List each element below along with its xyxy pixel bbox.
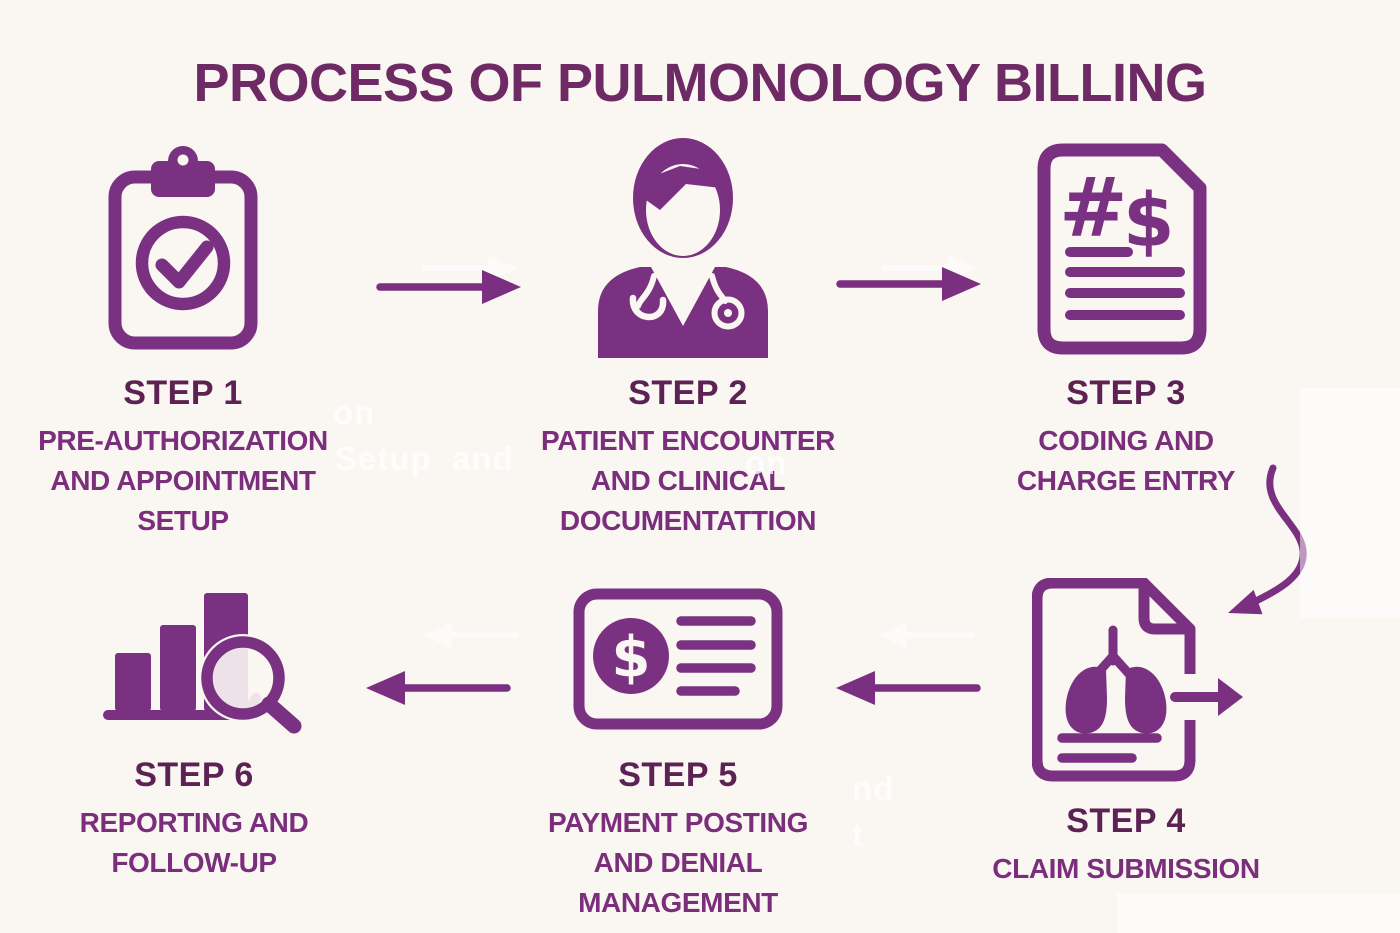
payment-card-icon: $: [573, 588, 783, 730]
step-3-heading: STEP 3: [1066, 374, 1186, 412]
step-2-heading: STEP 2: [628, 374, 748, 412]
step-4-heading: STEP 4: [1066, 802, 1186, 840]
ghost-text: Setup and: [335, 440, 514, 477]
step-1-description: PRE-AUTHORIZATION AND APPOINTMENT SETUP: [38, 425, 328, 537]
step-5-heading: STEP 5: [618, 756, 738, 794]
step-2-description: PATIENT ENCOUNTER AND CLINICAL DOCUMENTA…: [541, 425, 835, 537]
ghost-text: t: [852, 816, 864, 853]
background-patch: [1117, 893, 1400, 933]
ghost-text: on: [333, 394, 376, 431]
step-5-block: STEP 5 PAYMENT POSTING AND DENIAL MANAGE…: [508, 756, 848, 923]
step-4-description: CLAIM SUBMISSION: [992, 853, 1260, 884]
coding-document-icon: # $: [1037, 143, 1207, 355]
ghost-arrow-left-icon: [878, 622, 974, 648]
step-6-block: STEP 6 REPORTING AND FOLLOW-UP: [24, 756, 364, 883]
ghost-arrow-right-icon: [421, 255, 517, 281]
page-title: PROCESS OF PULMONOLOGY BILLING: [193, 53, 1207, 113]
step-4-block: STEP 4 CLAIM SUBMISSION: [946, 802, 1306, 889]
ghost-arrow-left-icon: [423, 622, 519, 648]
step-1-block: STEP 1 PRE-AUTHORIZATION AND APPOINTMENT…: [13, 374, 353, 541]
svg-text:#: #: [1059, 161, 1128, 256]
step-6-heading: STEP 6: [134, 756, 254, 794]
step-1-heading: STEP 1: [123, 374, 243, 412]
ghost-text: on: [745, 444, 788, 481]
step-5-description: PAYMENT POSTING AND DENIAL MANAGEMENT: [547, 807, 809, 919]
arrow-step1-step2-icon: [376, 270, 521, 304]
step-6-description: REPORTING AND FOLLOW-UP: [79, 807, 309, 879]
arrow-step2-step3-icon: [836, 267, 981, 301]
step-2-block: STEP 2 PATIENT ENCOUNTER AND CLINICAL DO…: [518, 374, 858, 541]
step-3-description: CODING AND CHARGE ENTRY: [1016, 425, 1236, 497]
doctor-icon: [598, 138, 768, 358]
clipboard-check-icon: [108, 146, 258, 350]
report-chart-magnifier-icon: [103, 593, 302, 734]
claim-document-lungs-icon: [1032, 578, 1243, 782]
arrow-step5-step6-icon: [366, 671, 511, 705]
ghost-text: nd: [852, 770, 895, 807]
step-3-block: STEP 3 CODING AND CHARGE ENTRY: [956, 374, 1296, 501]
svg-text:$: $: [612, 625, 651, 690]
arrow-step4-step5-icon: [836, 671, 981, 705]
background-patch: [1300, 388, 1400, 618]
